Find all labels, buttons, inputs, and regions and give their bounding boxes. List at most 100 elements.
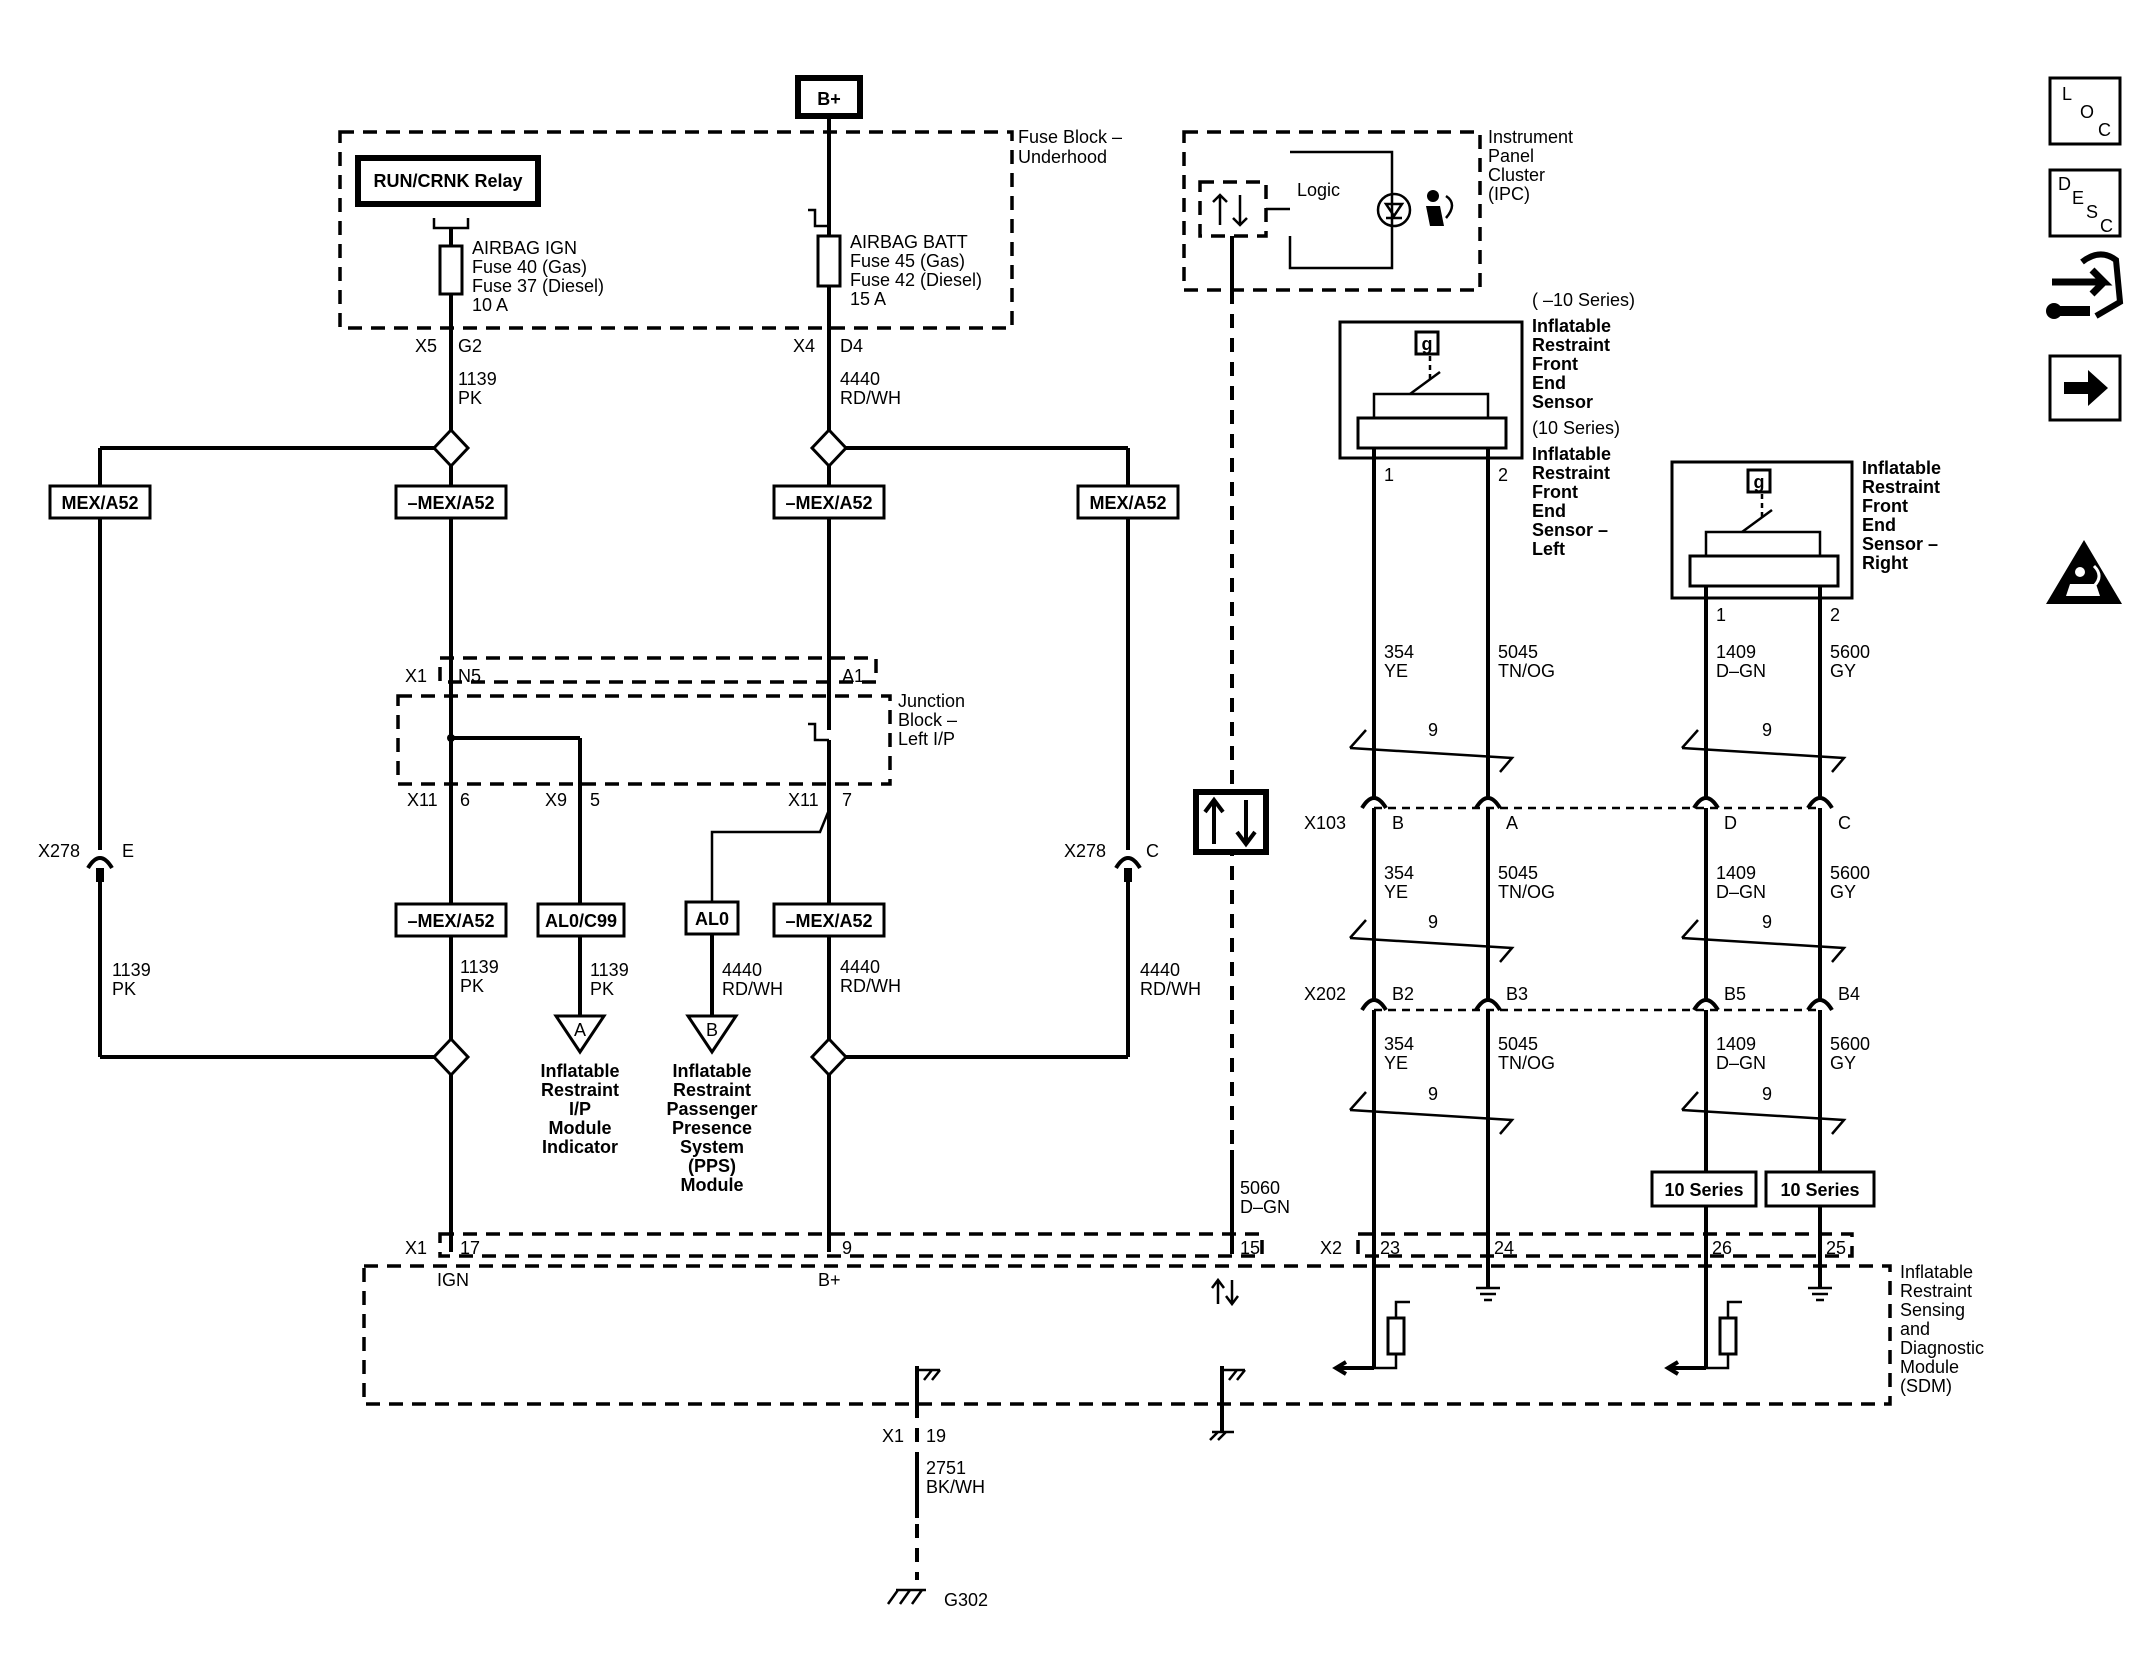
diagram-label: 5 <box>590 790 600 810</box>
diagram-label: Module <box>1900 1357 1959 1377</box>
diagram-label: X4 <box>793 336 815 356</box>
diagram-label: 10 Series <box>1664 1180 1743 1200</box>
diagram-label: TN/OG <box>1498 1053 1555 1073</box>
diagram-label: 5060 <box>1240 1178 1280 1198</box>
diagram-label: 9 <box>1428 720 1438 740</box>
diagram-label: (PPS) <box>688 1156 736 1176</box>
diagram-label: 1 <box>1716 605 1726 625</box>
diagram-label: Passenger <box>666 1099 757 1119</box>
diagram-label: PK <box>112 979 136 999</box>
diagram-label: 1139 <box>458 369 497 389</box>
diagram-label: Inflatable <box>1532 316 1611 336</box>
diagram-label: Left I/P <box>898 729 955 749</box>
batt-circuit: 4440 RD/WH –MEX/A52 MEX/A52 –MEX/A52 444… <box>666 330 1201 1252</box>
diagram-label: 9 <box>1762 720 1772 740</box>
diagram-label: 4440 <box>1140 960 1180 980</box>
diagram-label: 6 <box>460 790 470 810</box>
diagram-label: B2 <box>1392 984 1414 1004</box>
diagram-label: 7 <box>842 790 852 810</box>
diagram-label: X1 <box>405 666 427 686</box>
diagram-label: GY <box>1830 661 1856 681</box>
diagram-label: 10 A <box>472 295 508 315</box>
diagram-label: Right <box>1862 553 1908 573</box>
diagram-label: 9 <box>1428 912 1438 932</box>
lamp-icon <box>1376 192 1412 228</box>
diagram-label: RD/WH <box>722 979 783 999</box>
diagram-label: Inflatable <box>540 1061 619 1081</box>
fuse-block-underhood: Fuse Block – Underhood RUN/CRNK Relay AI… <box>338 127 1122 356</box>
diagram-label: 2751 <box>926 1458 966 1478</box>
diagram-label: GY <box>1830 882 1856 902</box>
offpage-a <box>553 1014 607 1055</box>
diagram-label: Fuse Block – <box>1018 127 1122 147</box>
diagram-label: C <box>2100 216 2113 236</box>
diagram-label: –MEX/A52 <box>785 493 872 513</box>
option-10-series-right <box>1764 1170 1876 1208</box>
diagram-label: MEX/A52 <box>1089 493 1166 513</box>
diagram-label: B5 <box>1724 984 1746 1004</box>
diagram-label: D4 <box>840 336 863 356</box>
diagram-label: 1409 <box>1716 642 1756 662</box>
diagram-label: Front <box>1862 496 1908 516</box>
diagram-label: Inflatable <box>672 1061 751 1081</box>
airbag-lamp-icon <box>1427 190 1439 202</box>
splice-batt-top <box>809 427 849 469</box>
diagram-label: AIRBAG IGN <box>472 238 577 258</box>
diagram-label: 4440 <box>840 369 880 389</box>
diagram-label: AL0 <box>695 909 729 929</box>
junction-block-left-ip: Junction Block – Left I/P X1 N5 A1 X11 6… <box>396 656 965 810</box>
option-al0-c99 <box>536 902 626 938</box>
diagram-label: A1 <box>842 666 864 686</box>
diagram-label: 9 <box>1762 912 1772 932</box>
diagram-label: 4440 <box>722 960 762 980</box>
diagram-label: Diagnostic <box>1900 1338 1984 1358</box>
diagram-label: N5 <box>458 666 481 686</box>
diagram-label: B <box>1392 813 1404 833</box>
splice-batt-bottom <box>809 1036 849 1078</box>
diagram-label: 5045 <box>1498 863 1538 883</box>
loc-icon[interactable]: L O C <box>2048 76 2122 146</box>
diagram-label: TN/OG <box>1498 661 1555 681</box>
connector-tool-icon[interactable] <box>2046 251 2124 319</box>
diagram-label: D–GN <box>1716 1053 1766 1073</box>
diagram-label: Sensor <box>1532 392 1593 412</box>
next-arrow-icon[interactable] <box>2048 354 2122 422</box>
diagram-label: X103 <box>1304 813 1346 833</box>
fuse-airbag-ign <box>438 244 464 296</box>
diagram-label: and <box>1900 1319 1930 1339</box>
diagram-label: I/P <box>569 1099 591 1119</box>
diagram-label: X5 <box>415 336 437 356</box>
diagram-label: Fuse 37 (Diesel) <box>472 276 604 296</box>
diagram-label: 354 <box>1384 863 1414 883</box>
diagram-label: YE <box>1384 661 1408 681</box>
sdm-module: Inflatable Restraint Sensing and Diagnos… <box>362 1232 1984 1446</box>
diagram-label: X278 <box>1064 841 1106 861</box>
diagram-label: System <box>680 1137 744 1157</box>
diagram-label: Front <box>1532 482 1578 502</box>
diagram-label: Restraint <box>1532 335 1610 355</box>
desc-icon[interactable]: D E S C <box>2048 168 2122 238</box>
diagram-label: 5600 <box>1830 1034 1870 1054</box>
run-crnk-relay <box>355 155 541 207</box>
diagram-label: Restraint <box>1862 477 1940 497</box>
diagram-label: End <box>1532 373 1566 393</box>
diagram-label: Instrument <box>1488 127 1573 147</box>
diagram-label: C <box>2098 120 2111 140</box>
diagram-label: A <box>574 1020 586 1040</box>
diagram-label: GY <box>1830 1053 1856 1073</box>
ign-circuit: 1139 PK MEX/A52 –MEX/A52 X278 E 1139 PK … <box>38 330 629 1252</box>
diagram-label: E <box>2072 188 2084 208</box>
diagram-label: D–GN <box>1716 882 1766 902</box>
diagram-label: Junction <box>898 691 965 711</box>
diagram-label: L <box>2062 84 2072 104</box>
diagram-label: X2 <box>1320 1238 1342 1258</box>
offpage-b <box>685 1014 739 1055</box>
x278-left-connector <box>86 856 114 870</box>
fuse-airbag-batt <box>816 234 842 288</box>
diagram-label: Restraint <box>1900 1281 1972 1301</box>
diagram-label: B+ <box>818 1270 841 1290</box>
diagram-label: (10 Series) <box>1532 418 1620 438</box>
front-end-sensor-right: g Inflatable Restraint Front End Sensor … <box>1670 458 1941 625</box>
diagram-label: –MEX/A52 <box>407 911 494 931</box>
diagram-label: 1139 <box>590 960 629 980</box>
